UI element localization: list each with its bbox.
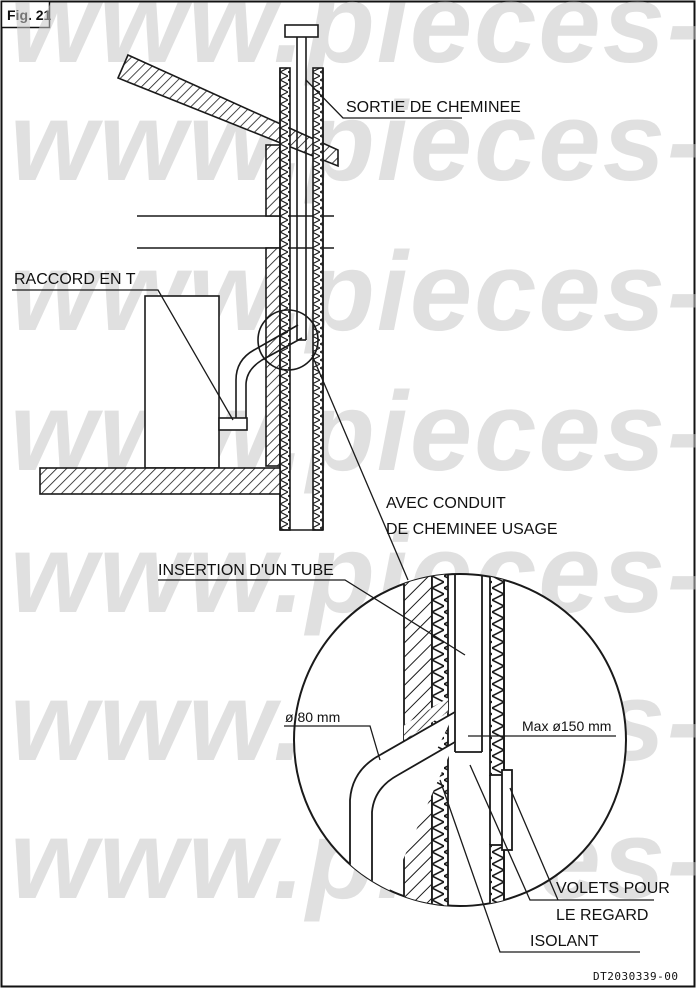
label-tee-fitting: RACCORD EN T xyxy=(14,271,136,288)
drawing-reference: DT2030339-00 xyxy=(593,970,678,983)
chimney-cap xyxy=(284,24,319,38)
connection-pipe-a xyxy=(235,324,299,420)
label-insulation: ISOLANT xyxy=(530,933,599,950)
svg-text:www.pieces-de: www.pieces-de xyxy=(10,229,696,354)
detail-circle xyxy=(293,573,627,907)
boiler-unit xyxy=(144,295,220,469)
svg-text:www.pieces-de: www.pieces-de xyxy=(10,79,696,204)
connection-pipe-b xyxy=(245,337,303,420)
label-max-150: Max ø150 mm xyxy=(522,718,611,734)
label-inspection-flaps-2: LE REGARD xyxy=(556,907,648,924)
label-existing-flue-1: AVEC CONDUIT xyxy=(386,495,506,512)
flue-insulation-left xyxy=(279,67,291,531)
floor-slab xyxy=(39,467,281,495)
tee-fitting xyxy=(218,417,248,431)
figure-number-box xyxy=(0,0,51,29)
label-inspection-flaps-1: VOLETS POUR xyxy=(556,880,670,897)
detail-view xyxy=(293,573,627,907)
figure-number: Fig. 21 xyxy=(7,7,52,23)
label-tube-insertion: INSERTION D'UN TUBE xyxy=(158,562,334,579)
svg-text:www.pieces-de: www.pieces-de xyxy=(10,0,696,86)
detail-pipe-inner xyxy=(371,741,456,906)
detail-leaders xyxy=(158,579,654,953)
detail-insulation-right-upper xyxy=(489,574,505,776)
chimney-wall-upper xyxy=(265,144,281,217)
detail-marker-circle xyxy=(257,309,319,371)
label-existing-flue-2: DE CHEMINEE USAGE xyxy=(386,521,558,538)
label-chimney-outlet: SORTIE DE CHEMINEE xyxy=(346,99,521,116)
inspection-flap xyxy=(501,769,513,851)
flue-insulation-right xyxy=(312,67,324,531)
upper-leaders xyxy=(12,79,462,581)
label-diameter-80: ø 80 mm xyxy=(285,709,340,725)
upper-installation-view xyxy=(39,24,339,531)
